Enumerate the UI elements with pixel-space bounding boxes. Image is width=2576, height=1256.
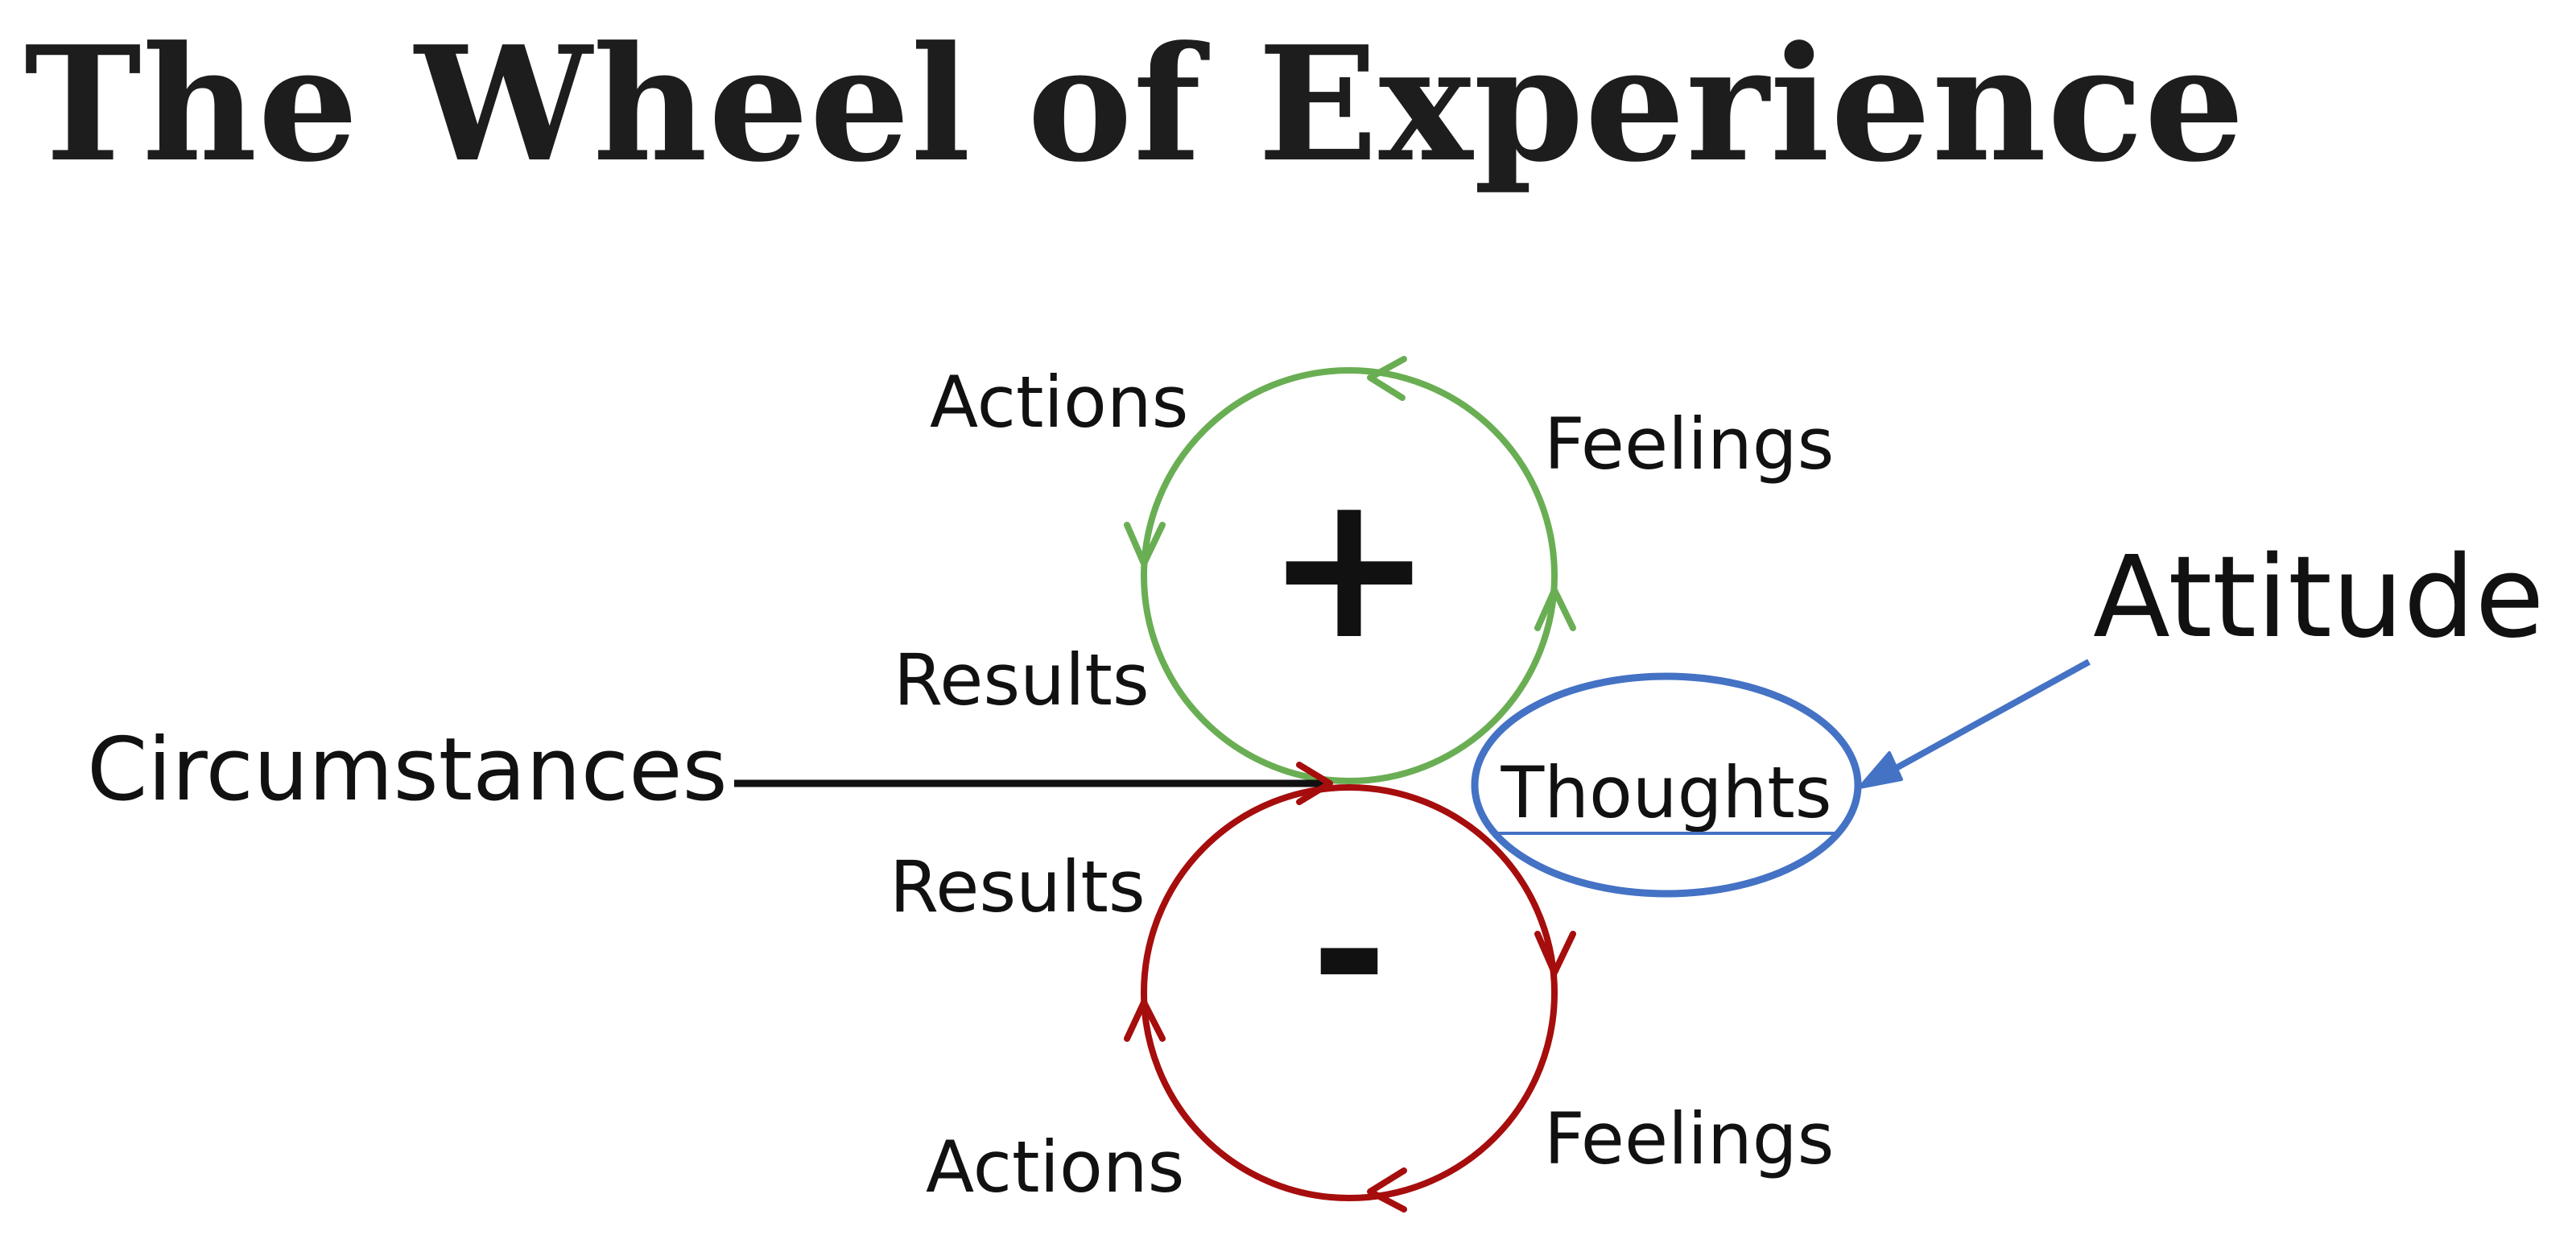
page-title: The Wheel of Experience	[24, 12, 2246, 197]
negative-arrowhead-right	[1534, 931, 1576, 976]
positive-actions-label: Actions	[930, 361, 1188, 444]
attitude-arrow-line	[1874, 659, 2091, 783]
attitude-arrowhead	[1858, 751, 1903, 789]
circumstances-arrowhead	[1296, 762, 1333, 805]
attitude-label: Attitude	[2093, 532, 2545, 663]
negative-arrowhead-left	[1124, 999, 1166, 1042]
negative-symbol: -	[1311, 844, 1387, 1059]
negative-cycle: - Results Actions Feelings	[890, 784, 1834, 1213]
negative-results-label: Results	[890, 845, 1146, 928]
positive-arrowhead-top	[1367, 356, 1407, 401]
thoughts-group: Thoughts	[1471, 672, 1862, 898]
circumstances-group: Circumstances	[87, 720, 1333, 820]
negative-feelings-label: Feelings	[1544, 1097, 1834, 1180]
circumstances-label: Circumstances	[87, 720, 728, 820]
negative-actions-label: Actions	[926, 1126, 1184, 1208]
negative-arrowhead-bottom	[1367, 1167, 1407, 1213]
negative-cycle-ring	[1141, 784, 1558, 1201]
thoughts-ellipse	[1471, 672, 1862, 898]
positive-results-label: Results	[894, 638, 1150, 721]
positive-cycle-ring	[1141, 367, 1558, 784]
positive-arrowhead-right	[1534, 587, 1576, 631]
positive-arrowhead-left	[1124, 522, 1166, 567]
attitude-group: Attitude	[1858, 532, 2545, 789]
positive-symbol: +	[1265, 449, 1433, 684]
positive-feelings-label: Feelings	[1544, 403, 1834, 485]
positive-cycle: + Actions Feelings Results	[894, 356, 1834, 784]
thoughts-label: Thoughts	[1500, 751, 1831, 834]
